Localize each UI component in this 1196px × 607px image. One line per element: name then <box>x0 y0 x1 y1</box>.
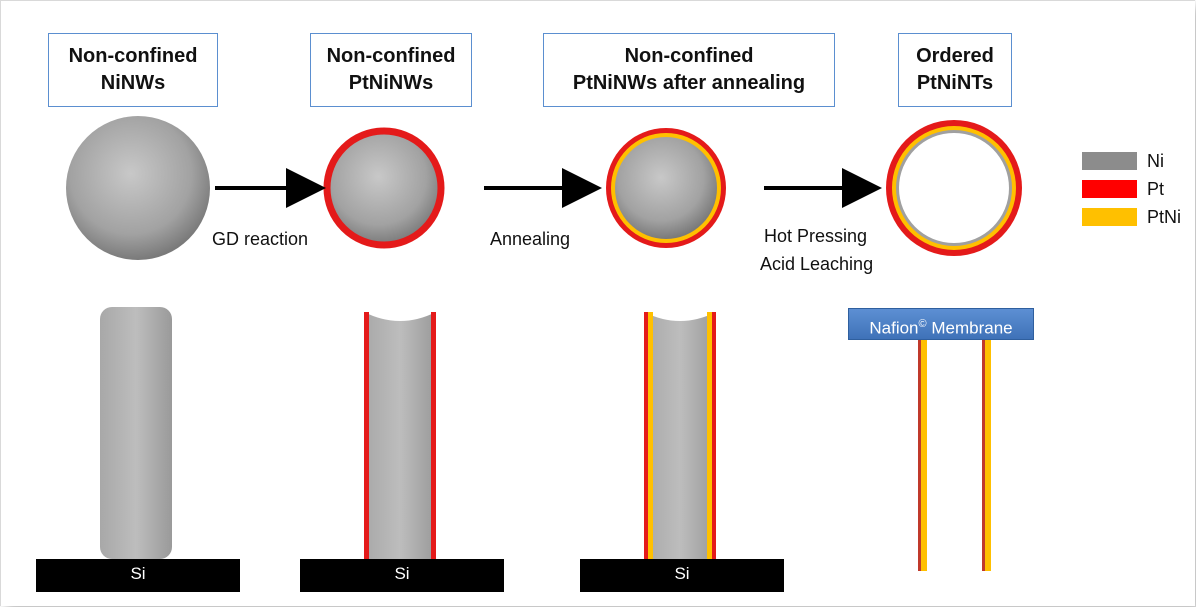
acid-leaching-label: Acid Leaching <box>760 254 874 274</box>
annealed-nanowire <box>644 312 716 559</box>
legend-swatch-pt <box>1082 180 1137 198</box>
legend-swatch-ni <box>1082 152 1137 170</box>
ptni-nanowire <box>364 312 436 559</box>
stage3-label-line2: PtNiNWs after annealing <box>572 72 806 94</box>
annealing-label: Annealing <box>490 229 571 249</box>
si-substrate-1: Si <box>36 559 240 592</box>
stage2-label-line1: Non-confined <box>326 45 456 67</box>
stage1-label-line1: Non-confined <box>68 45 198 67</box>
stage3-label-line1: Non-confined <box>624 45 754 67</box>
membrane-suffix: Membrane <box>926 318 1013 338</box>
legend-label-ni: Ni <box>1147 151 1164 171</box>
stage4-label-line2: PtNiNTs <box>916 72 994 94</box>
legend-label-ptni: PtNi <box>1147 207 1182 227</box>
stage4-label: Ordered PtNiNTs <box>898 33 1012 107</box>
legend-swatch-ptni <box>1082 208 1137 226</box>
nanotube-cross-section <box>886 120 1022 256</box>
legend-label-pt: Pt <box>1147 179 1165 199</box>
stage4-label-line1: Ordered <box>916 45 994 67</box>
stage1-label-line2: NiNWs <box>100 72 166 94</box>
nanotube-walls <box>918 339 991 571</box>
annealed-cross-section <box>606 128 726 248</box>
ptni-cross-section <box>323 127 445 249</box>
stage1-label: Non-confined NiNWs <box>48 33 218 107</box>
ni-nanowire <box>100 307 172 559</box>
ni-cross-section <box>66 116 210 260</box>
hot-pressing-label: Hot Pressing <box>764 226 868 246</box>
stage2-label-line2: PtNiNWs <box>348 72 434 94</box>
stage2-label: Non-confined PtNiNWs <box>310 33 472 107</box>
stage3-label: Non-confined PtNiNWs after annealing <box>543 33 835 107</box>
si-substrate-2: Si <box>300 559 504 592</box>
gd-reaction-label: GD reaction <box>212 229 309 249</box>
membrane-copyright: © <box>918 318 927 330</box>
membrane-name: Nafion <box>869 318 919 338</box>
nafion-membrane: Nafion© Membrane <box>848 308 1034 340</box>
si-substrate-3: Si <box>580 559 784 592</box>
